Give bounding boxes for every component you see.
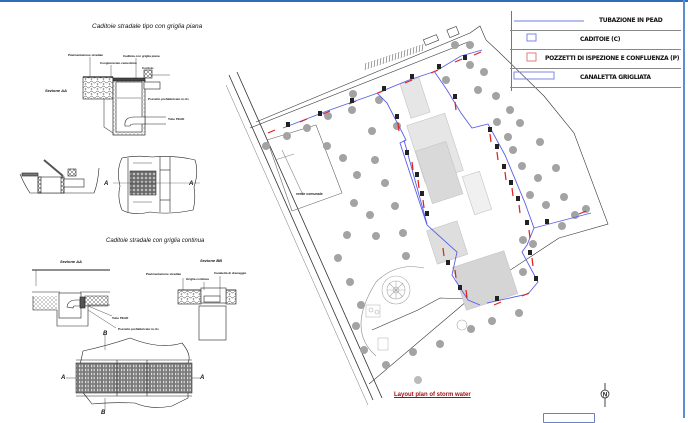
annotation-pavimentazione: Pavimentazione stradale (68, 53, 104, 57)
legend-label-pipe: TUBAZIONE IN PEAD (599, 17, 663, 24)
legend-label-canaletta: CANALETTA GRIGLIATA (580, 74, 651, 81)
legend-box: TUBAZIONE IN PEAD CADITOIE (C) POZZETTI … (510, 11, 681, 90)
legend-label-caditoie: CADITOIE (C) (580, 36, 621, 43)
legend-divider (511, 11, 512, 91)
bottom-frame-box (543, 413, 595, 423)
annotation-griglia-continua: Griglia continua (186, 277, 209, 281)
section-bb-detail (177, 276, 237, 341)
detail-title-flat-grate: Caditoie stradale tipo con griglia piana (92, 23, 203, 30)
annotation-cordolo: Cordolo (142, 66, 154, 70)
window-frame-right (683, 0, 685, 418)
section-aa-detail-top (82, 57, 170, 136)
marker-b-bottom: B (101, 410, 106, 416)
legend-item-canaletta: CANALETTA GRIGLIATA (510, 68, 681, 88)
manholes (267, 51, 587, 306)
legend-symbols (513, 20, 584, 80)
legend-item-pipe: TUBAZIONE IN PEAD (510, 11, 681, 31)
section-aa-label-top: Sezione AA (45, 88, 67, 93)
inlet-plan-detail (113, 155, 200, 214)
fountain (365, 275, 468, 351)
continuous-grate-plan (66, 335, 200, 410)
plan-caption: Layout plan of storm water (394, 392, 471, 398)
annotation-caditoia: Caditoia con griglia piana (123, 54, 160, 58)
window-frame-top (0, 0, 688, 2)
section-aa-label-bottom: Sezione AA (60, 259, 82, 264)
marker-a-left: A (104, 181, 109, 187)
marker-a-right-2: A (200, 375, 205, 381)
side-inlet-detail (19, 159, 100, 194)
annotation-conglomerato: Conglomerato cementizio (100, 61, 137, 65)
caditoie-symbols (286, 55, 549, 301)
marker-a-left-2: A (61, 375, 66, 381)
detail-title-continuous-grate: Caditoie stradale con griglia continua (106, 238, 205, 244)
legend-item-pozzetti: POZZETTI DI ISPEZIONE E CONFLUENZA (P) (510, 49, 681, 69)
trees (262, 41, 590, 384)
annotation-tubo-pead-top: Tubo PEAD (168, 117, 185, 121)
compass-n-label: N (603, 393, 607, 399)
section-bb-label: Sezione BB (200, 258, 223, 263)
marker-b-top: B (103, 331, 108, 337)
legend-label-pozzetti: POZZETTI DI ISPEZIONE E CONFLUENZA (P) (545, 55, 680, 62)
annotation-pav-bb: Pavimentazione stradale (146, 272, 182, 276)
site-label-verde: verde comunale (296, 192, 323, 196)
buildings (399, 77, 519, 311)
annotation-pozzetto-top: Pozzetto prefabbricato in cls (148, 97, 189, 101)
marker-a-right: A (189, 181, 194, 187)
section-aa-detail-bottom (32, 269, 117, 329)
legend-item-caditoie: CADITOIE (C) (510, 30, 681, 50)
annotation-canaletta: Canaletta di drenaggio (214, 271, 247, 275)
annotation-tubo-pead-bottom: Tubo PEAD (112, 316, 129, 320)
annotation-pozzetto-bottom: Pozzetto prefabbricato in cls (118, 327, 159, 331)
north-arrow-icon: N (600, 383, 610, 412)
